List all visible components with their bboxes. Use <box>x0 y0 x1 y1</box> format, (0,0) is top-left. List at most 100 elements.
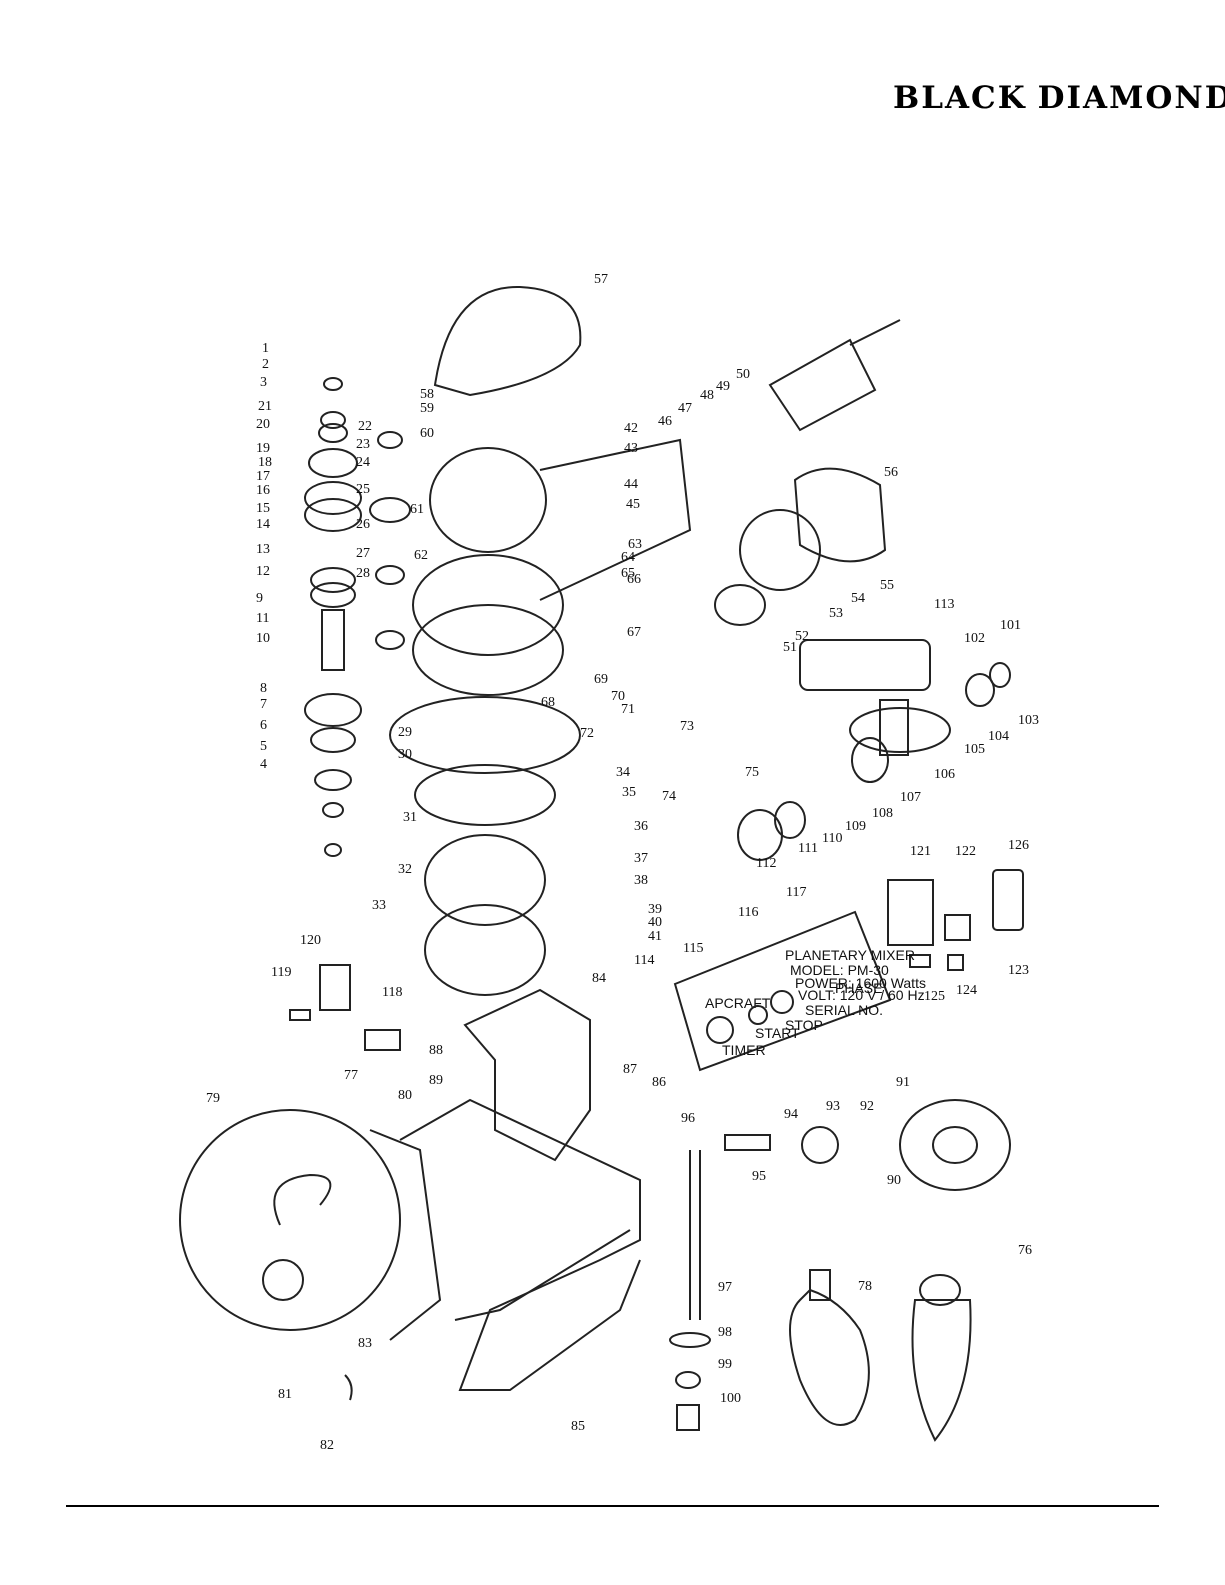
part-number-label: 4 <box>260 757 267 772</box>
part-number-label: 119 <box>271 965 291 980</box>
part-number-label: 56 <box>884 465 898 480</box>
column-base-illustration <box>399 988 641 1391</box>
part-number-label: 36 <box>634 819 648 834</box>
part-number-label: 121 <box>910 844 931 859</box>
part-number-label: 71 <box>621 702 635 717</box>
brand-word-left: BLACK <box>893 80 1027 116</box>
part-number-label: 80 <box>398 1088 412 1103</box>
part-number-label: 74 <box>662 789 676 804</box>
part-number-label: 37 <box>634 851 648 866</box>
part-number-label: 93 <box>826 1099 840 1114</box>
part-number-label: 54 <box>851 591 865 606</box>
part-number-label: 18 <box>258 455 272 470</box>
part-number-label: 44 <box>624 477 638 492</box>
part-number-label: 26 <box>356 517 370 532</box>
data-plate: APCRAFT PLANETARY MIXER MODEL: PM-30 POW… <box>673 910 926 1072</box>
part-number-label: 10 <box>256 631 270 646</box>
part-number-label: 42 <box>624 421 638 436</box>
part-number-label: 108 <box>872 806 893 821</box>
part-number-label: 20 <box>256 417 270 432</box>
plate-serial: SERIAL NO. <box>805 1002 883 1018</box>
part-number-label: 113 <box>934 597 954 612</box>
part-number-label: 112 <box>756 856 776 871</box>
part-number-label: 122 <box>955 844 976 859</box>
part-number-label: 50 <box>736 367 750 382</box>
part-number-label: 35 <box>622 785 636 800</box>
part-number-label: 29 <box>398 725 412 740</box>
part-number-label: 125 <box>924 989 945 1004</box>
part-number-label: 102 <box>964 631 985 646</box>
part-number-label: 120 <box>300 933 321 948</box>
part-number-label: 66 <box>627 572 641 587</box>
part-number-label: 12 <box>256 564 270 579</box>
part-number-label: 92 <box>860 1099 874 1114</box>
part-number-label: 38 <box>634 873 648 888</box>
part-number-label: 7 <box>260 697 267 712</box>
part-number-label: 9 <box>256 591 263 606</box>
part-number-label: 47 <box>678 401 692 416</box>
part-number-label: 28 <box>356 566 370 581</box>
part-number-label: 116 <box>738 905 758 920</box>
part-number-label: 123 <box>1008 963 1029 978</box>
part-number-label: 6 <box>260 718 267 733</box>
plate-timer: TIMER <box>722 1042 766 1058</box>
part-number-label: 8 <box>260 681 267 696</box>
part-number-label: 78 <box>858 1279 872 1294</box>
part-number-label: 103 <box>1018 713 1039 728</box>
part-number-label: 17 <box>256 469 270 484</box>
part-number-label: 43 <box>624 441 638 456</box>
part-number-label: 95 <box>752 1169 766 1184</box>
part-number-label: 63 <box>628 537 642 552</box>
part-number-label: 3 <box>260 375 267 390</box>
part-number-label: 76 <box>1018 1243 1032 1258</box>
part-number-label: 24 <box>356 455 370 470</box>
part-number-label: 96 <box>681 1111 695 1126</box>
part-number-label: 5 <box>260 739 267 754</box>
part-number-label: 72 <box>580 726 594 741</box>
part-number-label: 62 <box>414 548 428 563</box>
part-number-label: 68 <box>541 695 555 710</box>
part-number-label: 64 <box>621 550 635 565</box>
part-number-label: 90 <box>887 1173 901 1188</box>
part-number-label: 124 <box>956 983 977 998</box>
part-number-label: 32 <box>398 862 412 877</box>
plate-logo: APCRAFT <box>705 995 771 1011</box>
part-number-label: 30 <box>398 747 412 762</box>
part-number-label: 83 <box>358 1336 372 1351</box>
part-number-label: 104 <box>988 729 1009 744</box>
part-number-label: 58 <box>420 387 434 402</box>
part-number-label: 40 <box>648 915 662 930</box>
part-number-label: 126 <box>1008 838 1029 853</box>
part-number-label: 59 <box>420 401 434 416</box>
part-number-label: 13 <box>256 542 270 557</box>
grinder-attachment-illustration <box>737 639 1011 861</box>
stop-button-icon <box>770 990 794 1014</box>
part-number-label: 111 <box>798 841 818 856</box>
part-number-label: 100 <box>720 1391 741 1406</box>
part-number-label: 109 <box>845 819 866 834</box>
part-number-label: 14 <box>256 517 270 532</box>
part-number-label: 48 <box>700 388 714 403</box>
part-number-label: 2 <box>262 357 269 372</box>
motor-illustration <box>714 319 901 626</box>
plate-phase: PHASE <box>835 980 882 996</box>
part-number-label: 55 <box>880 578 894 593</box>
part-number-label: 117 <box>786 885 806 900</box>
electrical-parts-illustration <box>289 869 1024 1051</box>
part-number-label: 75 <box>745 765 759 780</box>
part-number-label: 101 <box>1000 618 1021 633</box>
part-number-label: 27 <box>356 546 370 561</box>
brand-logo: BLACK DIAMOND <box>893 78 1225 118</box>
part-number-label: 16 <box>256 483 270 498</box>
part-number-label: 105 <box>964 742 985 757</box>
part-number-label: 84 <box>592 971 606 986</box>
part-number-label: 49 <box>716 379 730 394</box>
part-number-label: 79 <box>206 1091 220 1106</box>
part-number-label: 1 <box>262 341 269 356</box>
part-number-label: 45 <box>626 497 640 512</box>
part-number-label: 98 <box>718 1325 732 1340</box>
gear-stack-illustration <box>304 377 411 857</box>
part-number-label: 107 <box>900 790 921 805</box>
part-number-label: 53 <box>829 606 843 621</box>
part-number-label: 97 <box>718 1280 732 1295</box>
